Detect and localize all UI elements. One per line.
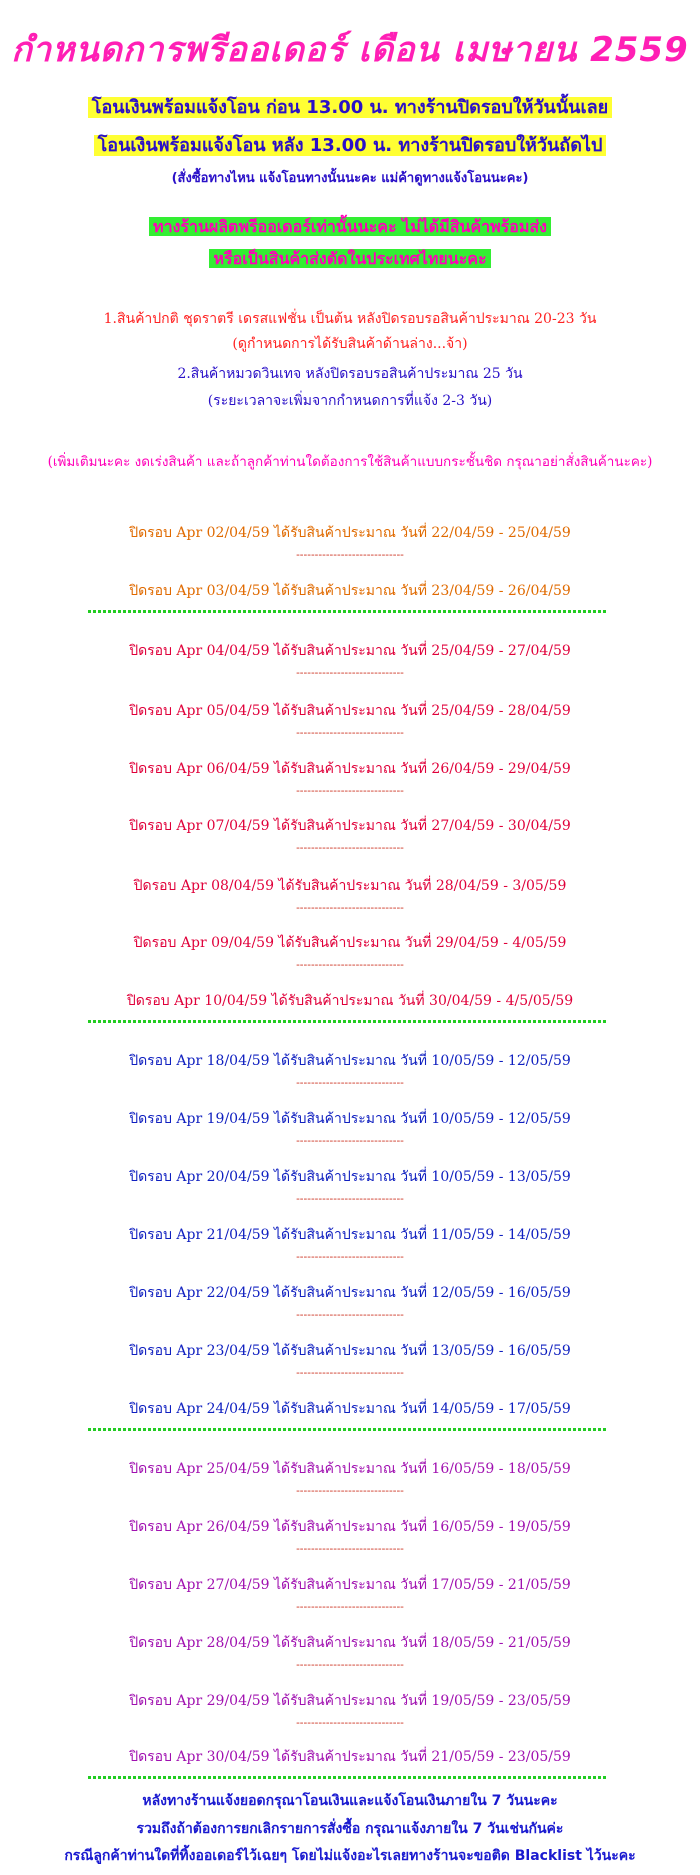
preorder-only-text: ทางร้านผลิตพรีออเดอร์เท่านั้นนะคะ ไม่ได้… — [149, 217, 551, 236]
round-row: ปิดรอบ Apr 07/04/59 ได้รับสินค้าประมาณ ว… — [129, 818, 571, 834]
row-divider: ----------------------------- — [296, 1366, 404, 1379]
row-divider: ----------------------------- — [296, 784, 404, 797]
round-row: ปิดรอบ Apr 04/04/59 ได้รับสินค้าประมาณ ว… — [129, 643, 571, 659]
vintage-goods-note: 2.สินค้าหมวดวินเทจ หลังปิดรอบรอสินค้าประ… — [177, 366, 523, 382]
preorder-only-note-2: หรือเป็นสินค้าส่งตัดในประเทศไทยนะคะ — [0, 247, 700, 272]
round-row: ปิดรอบ Apr 23/04/59 ได้รับสินค้าประมาณ ว… — [129, 1343, 571, 1359]
transfer-before-text: โอนเงินพร้อมแจ้งโอน ก่อน 13.00 น. ทางร้า… — [87, 97, 613, 118]
round-row: ปิดรอบ Apr 02/04/59 ได้รับสินค้าประมาณ ว… — [129, 525, 571, 541]
row-divider: ----------------------------- — [296, 666, 404, 679]
normal-goods-subnote: (ดูกำหนดการได้รับสินค้าด้านล่าง...จ้า) — [232, 336, 468, 352]
group-separator — [88, 1018, 608, 1024]
normal-goods-note: 1.สินค้าปกติ ชุดราตรี เดรสแฟชั่น เป็นต้น… — [103, 311, 597, 327]
footer-line-1: หลังทางร้านแจ้งยอดกรุณาโอนเงินและแจ้งโอน… — [142, 1793, 558, 1809]
round-row: ปิดรอบ Apr 19/04/59 ได้รับสินค้าประมาณ ว… — [129, 1111, 571, 1127]
row-divider: ----------------------------- — [296, 1192, 404, 1205]
preorder-only-text-2: หรือเป็นสินค้าส่งตัดในประเทศไทยนะคะ — [209, 249, 491, 268]
row-divider: ----------------------------- — [296, 841, 404, 854]
group-separator — [88, 1426, 608, 1432]
footer-line-2: รวมถึงถ้าต้องการยกเลิกรายการสั่งซื้อ กรุ… — [136, 1821, 564, 1837]
transfer-before-note: โอนเงินพร้อมแจ้งโอน ก่อน 13.00 น. ทางร้า… — [0, 92, 700, 121]
round-row: ปิดรอบ Apr 10/04/59 ได้รับสินค้าประมาณ ว… — [126, 993, 574, 1009]
round-row: ปิดรอบ Apr 25/04/59 ได้รับสินค้าประมาณ ว… — [129, 1461, 571, 1477]
row-divider: ----------------------------- — [296, 1250, 404, 1263]
round-row: ปิดรอบ Apr 28/04/59 ได้รับสินค้าประมาณ ว… — [129, 1635, 571, 1651]
preorder-only-note: ทางร้านผลิตพรีออเดอร์เท่านั้นนะคะ ไม่ได้… — [0, 215, 700, 240]
transfer-after-text: โอนเงินพร้อมแจ้งโอน หลัง 13.00 น. ทางร้า… — [93, 135, 607, 156]
row-divider: ----------------------------- — [296, 726, 404, 739]
row-divider: ----------------------------- — [296, 1542, 404, 1555]
round-row: ปิดรอบ Apr 08/04/59 ได้รับสินค้าประมาณ ว… — [133, 878, 567, 894]
row-divider: ----------------------------- — [296, 901, 404, 914]
round-row: ปิดรอบ Apr 29/04/59 ได้รับสินค้าประมาณ ว… — [129, 1693, 571, 1709]
row-divider: ----------------------------- — [296, 1134, 404, 1147]
group-separator — [88, 608, 608, 614]
round-row: ปิดรอบ Apr 30/04/59 ได้รับสินค้าประมาณ ว… — [129, 1749, 571, 1765]
round-row: ปิดรอบ Apr 20/04/59 ได้รับสินค้าประมาณ ว… — [129, 1169, 571, 1185]
row-divider: ----------------------------- — [296, 1600, 404, 1613]
group-separator — [88, 1774, 608, 1780]
round-row: ปิดรอบ Apr 06/04/59 ได้รับสินค้าประมาณ ว… — [129, 761, 571, 777]
round-row: ปิดรอบ Apr 18/04/59 ได้รับสินค้าประมาณ ว… — [129, 1053, 571, 1069]
round-row: ปิดรอบ Apr 24/04/59 ได้รับสินค้าประมาณ ว… — [129, 1401, 571, 1417]
round-row: ปิดรอบ Apr 05/04/59 ได้รับสินค้าประมาณ ว… — [129, 703, 571, 719]
row-divider: ----------------------------- — [296, 958, 404, 971]
transfer-after-note: โอนเงินพร้อมแจ้งโอน หลัง 13.00 น. ทางร้า… — [0, 130, 700, 159]
additional-note: (เพิ่มเติมนะคะ งดเร่งสินค้า และถ้าลูกค้า… — [47, 454, 653, 470]
row-divider: ----------------------------- — [296, 1716, 404, 1729]
row-divider: ----------------------------- — [296, 1658, 404, 1671]
row-divider: ----------------------------- — [296, 548, 404, 561]
row-divider: ----------------------------- — [296, 1484, 404, 1497]
vintage-goods-subnote: (ระยะเวลาจะเพิ่มจากกำหนดการที่แจ้ง 2-3 ว… — [207, 393, 493, 409]
round-row: ปิดรอบ Apr 27/04/59 ได้รับสินค้าประมาณ ว… — [129, 1577, 571, 1593]
round-row: ปิดรอบ Apr 26/04/59 ได้รับสินค้าประมาณ ว… — [129, 1519, 571, 1535]
transfer-channel-note: (สั่งซื้อทางไหน แจ้งโอนทางนั้นนะคะ แม่ค้… — [171, 171, 529, 186]
round-row: ปิดรอบ Apr 22/04/59 ได้รับสินค้าประมาณ ว… — [129, 1285, 571, 1301]
round-row: ปิดรอบ Apr 21/04/59 ได้รับสินค้าประมาณ ว… — [129, 1227, 571, 1243]
row-divider: ----------------------------- — [296, 1076, 404, 1089]
round-row: ปิดรอบ Apr 09/04/59 ได้รับสินค้าประมาณ ว… — [133, 935, 567, 951]
footer-line-3: กรณีลูกค้าท่านใดที่ทิ้งออเดอร์ไว้เฉยๆ โด… — [64, 1848, 636, 1864]
row-divider: ----------------------------- — [296, 1308, 404, 1321]
page-title: กำหนดการพรีออเดอร์ เดือน เมษายน 2559 — [11, 30, 689, 70]
round-row: ปิดรอบ Apr 03/04/59 ได้รับสินค้าประมาณ ว… — [129, 583, 571, 599]
